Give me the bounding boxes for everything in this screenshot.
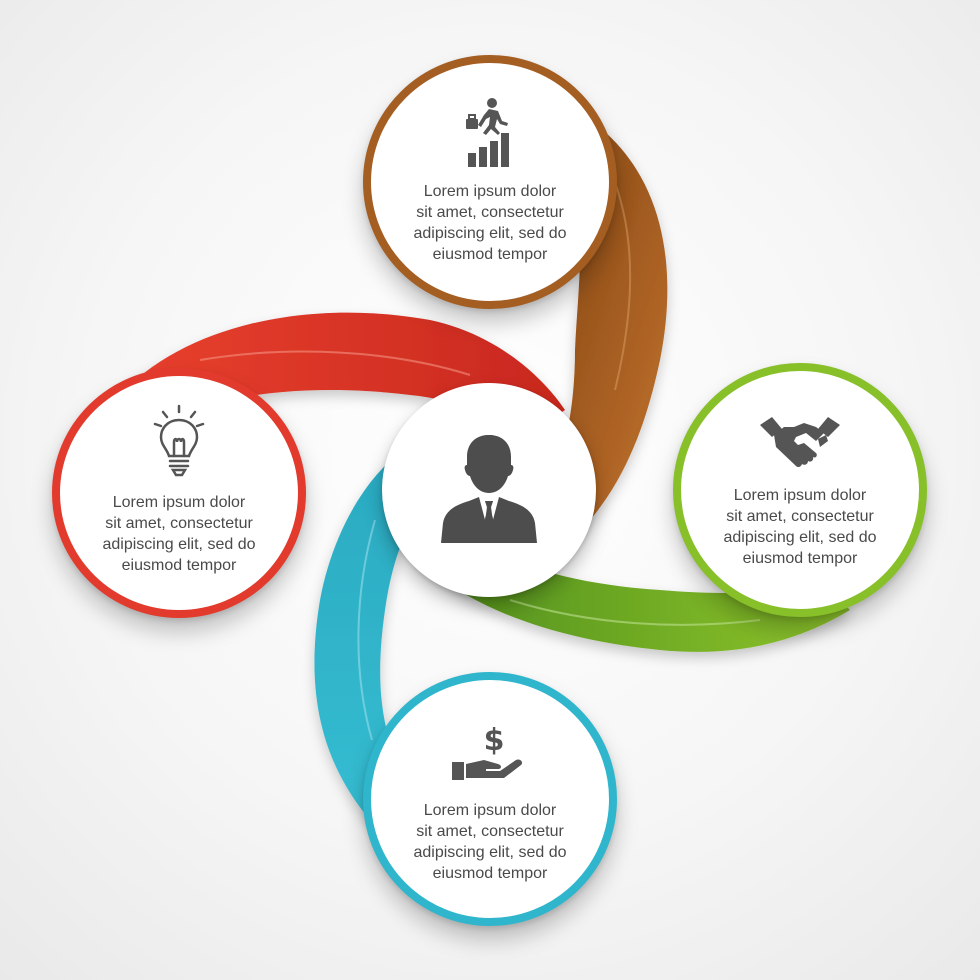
center-node: [382, 383, 596, 597]
node-left-text: Lorem ipsum dolor sit amet, consectetur …: [102, 494, 256, 574]
node-right-text: Lorem ipsum dolor sit amet, consectetur …: [723, 487, 877, 567]
node-bottom-text: Lorem ipsum dolor sit amet, consectetur …: [413, 802, 567, 882]
svg-text:$: $: [484, 723, 505, 758]
ribbon-teal-highlight: [357, 519, 376, 741]
ribbon-red: [130, 312, 565, 440]
lightbulb-icon: [149, 404, 209, 483]
ribbon-teal: [314, 430, 465, 820]
node-right: Lorem ipsum dolor sit amet, consectetur …: [673, 363, 927, 617]
ribbon-green-highlight: [509, 599, 761, 626]
node-left: Lorem ipsum dolor sit amet, consectetur …: [52, 368, 306, 618]
handshake-icon: [758, 415, 842, 474]
ribbon-red-highlight: [199, 350, 471, 376]
ribbon-brown: [530, 120, 668, 550]
career-growth-icon: [462, 97, 518, 172]
businessman-icon: [439, 431, 539, 548]
money-hand-icon: $: [450, 720, 530, 789]
node-bottom: $ Lorem ipsum dolor sit amet, consectetu…: [363, 672, 617, 926]
ribbon-brown-highlight: [609, 169, 632, 391]
node-top-text: Lorem ipsum dolor sit amet, consectetur …: [413, 183, 567, 263]
node-top: Lorem ipsum dolor sit amet, consectetur …: [363, 55, 617, 309]
